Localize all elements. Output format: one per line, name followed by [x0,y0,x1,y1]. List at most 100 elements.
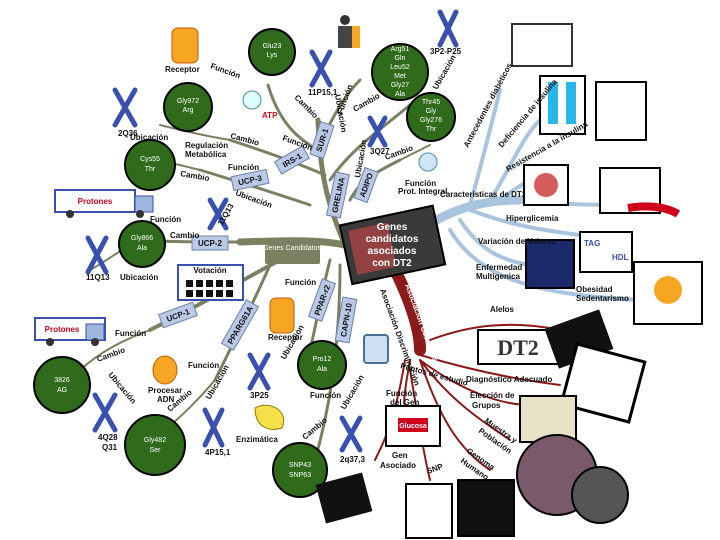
receptor-icon [171,27,295,334]
locus-2q36: 2Q36 [118,129,138,138]
node-snp43[interactable]: SNP43 SNP63 [272,442,328,498]
node-thr45[interactable]: Thr45 Gly Gly276 Thr [406,92,456,142]
svg-text:Ala: Ala [395,91,405,98]
svg-text:Gly276: Gly276 [420,117,442,124]
feature-images [511,23,703,325]
svg-text:Ubicación: Ubicación [431,53,458,91]
svg-text:Función: Función [115,329,146,338]
svg-text:Gly866: Gly866 [131,235,153,242]
feature-enfermedad-1[interactable]: Enfermedad [476,263,522,272]
procesar-label-1: Procesar [148,386,182,395]
svg-text:Gly972: Gly972 [177,98,199,105]
feature-obesidad-1[interactable]: Obesidad [576,285,613,294]
svg-text:Protones: Protones [78,197,113,206]
node-arg51[interactable]: Arg51 Gln Leu52 Met Gly27 Ala [371,43,429,101]
node-3826[interactable]: 3826 AG [33,356,91,414]
svg-text:Met: Met [394,73,406,80]
node-gly972[interactable]: Gly972 Arg [163,82,213,132]
svg-text:Ubicación: Ubicación [130,133,168,142]
study-diagnostico[interactable]: Diagnóstico Adecuado [466,375,552,384]
svg-text:Función: Función [405,179,436,188]
gene-irs1[interactable]: IRS-1 [273,145,311,175]
locus-4q28: 4Q28 [98,433,118,442]
gene-grelina[interactable]: GRELINA [325,171,351,219]
svg-text:Thr: Thr [426,126,437,133]
svg-text:Función: Función [310,391,341,400]
study-eleccion-2[interactable]: Grupos [472,401,501,410]
gene-sur1[interactable]: SUR-1 [309,121,335,159]
svg-text:AG: AG [57,387,67,394]
study-funcion-gen-2[interactable]: del Gen [390,398,419,407]
svg-text:SNP43: SNP43 [289,462,311,469]
locus-3p25: 3P25 [250,391,269,400]
svg-text:Gln: Gln [395,55,406,62]
feature-enfermedad-2[interactable]: Multigenica [476,272,521,281]
svg-text:Pro12: Pro12 [313,356,332,363]
gene-pparg[interactable]: PPARG61A [220,299,260,351]
human-icon [338,15,360,48]
svg-text:Thr: Thr [145,166,156,173]
feature-hiperglucemia[interactable]: Hiperglicemia [506,214,559,223]
svg-text:Función: Función [209,61,241,80]
svg-text:Ubicación: Ubicación [120,273,158,282]
svg-text:Gly: Gly [426,108,437,115]
gene-ucp2[interactable]: UCP-2 [191,235,229,251]
study-gen-asoc-2[interactable]: Asociado [380,461,416,470]
center-line3: asociados [368,246,417,257]
node-pro12[interactable]: Pro12 Ala [297,340,347,390]
study-alelos[interactable]: Alelos [490,305,515,314]
svg-text:Thr45: Thr45 [422,99,440,106]
feature-variacion[interactable]: Variación de Valores [478,237,556,246]
study-funcion-gen-1[interactable]: Función [386,389,417,398]
svg-text:Función: Función [285,278,316,287]
gene-adipo[interactable]: ADIPO [353,166,379,204]
atp-icon [242,90,262,110]
svg-text:Gly482: Gly482 [144,437,166,444]
enzyme-icon [254,404,285,430]
node-cys55[interactable]: Cys55 Thr [124,139,176,191]
svg-text:Cys55: Cys55 [140,156,160,163]
gene-ucp3[interactable]: UCP-3 [230,168,270,192]
receptor-label-top: Receptor [165,65,200,74]
svg-text:Cambio: Cambio [352,91,382,114]
locus-3p2: 3P2-P25 [430,47,462,56]
node-gly482[interactable]: Gly482 Ser [124,414,186,476]
svg-text:Gly27: Gly27 [391,82,409,89]
center-node[interactable]: Genes candidatos asociados con DT2 [338,204,447,286]
prot-integral-label: Prot. Integral [398,187,447,196]
svg-text:Ubicación: Ubicación [339,373,366,411]
node-gly866[interactable]: Gly866 Ala [118,220,166,268]
hdl-label: HDL [612,253,629,262]
protones-truck-top: Protones [54,189,154,218]
feature-obesidad-2[interactable]: Sedentarismo [576,294,629,303]
locus-11p15: 11P15,1 [308,88,338,97]
study-images: DT2 Glucosa [315,309,647,539]
enzimatica-label: Enzimática [236,435,278,444]
locus-11q13b: 11Q13 [86,273,110,282]
center-line1: Genes [377,222,408,233]
receptor-label-bottom: Receptor [268,333,303,342]
node-glu23[interactable]: Glu23 Lys [248,28,296,76]
locus-4p15: 4P15,1 [205,448,231,457]
procesar-label-2: ADN [157,395,175,404]
svg-text:Cambio: Cambio [170,231,199,240]
branch-title-genes[interactable]: Genes Candidatos [263,240,321,264]
study-gen-asoc-1[interactable]: Gen [392,451,408,460]
caracteristicas-label[interactable]: Caracteristicas de DT2 [440,190,527,199]
svg-text:Función: Función [228,163,259,172]
svg-text:Función: Función [188,361,219,370]
svg-text:DT2: DT2 [497,335,539,360]
svg-text:Ser: Ser [150,447,162,454]
study-eleccion-1[interactable]: Elección de [470,391,515,400]
svg-text:Arg51: Arg51 [391,46,410,53]
genes-candidatos-label: Genes Candidatos [263,245,321,252]
gene-ucp1[interactable]: UCP-1 [158,301,198,329]
atp-label: ATP [262,111,278,120]
center-line4: con DT2 [372,258,412,269]
study-snp[interactable]: SNP [426,462,445,476]
svg-text:SNP63: SNP63 [289,472,311,479]
gene-capn10[interactable]: CAPN-10 [334,296,358,344]
svg-text:Leu52: Leu52 [390,64,410,71]
svg-text:Ala: Ala [317,366,327,373]
